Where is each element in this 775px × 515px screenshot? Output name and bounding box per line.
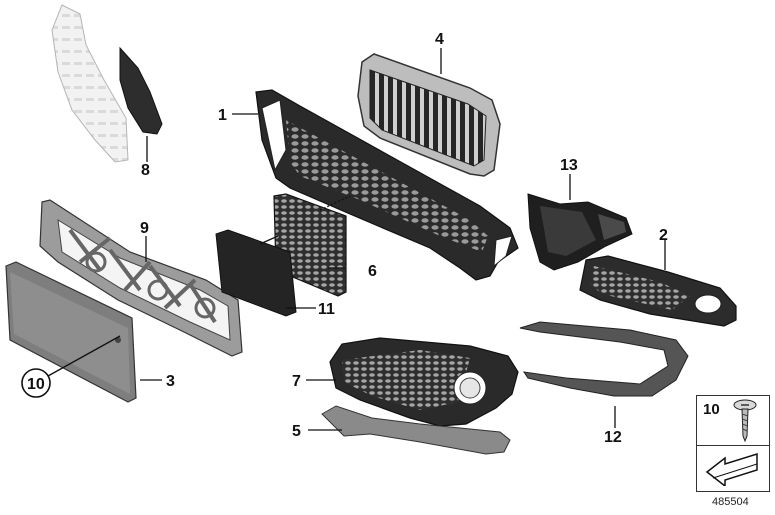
callout-labels: 1 2 3 4 5 6 7 8 9 10 11 12 13 — [21, 31, 668, 446]
part-3-license-plate-base — [5, 261, 137, 403]
callout-12: 12 — [604, 429, 622, 446]
legend-part-number: 10 — [703, 401, 720, 418]
part-2-side-grille — [579, 255, 737, 327]
callout-5: 5 — [292, 423, 301, 440]
callout-10: 10 — [27, 376, 45, 393]
callout-4: 4 — [435, 31, 444, 48]
callout-6: 6 — [368, 263, 377, 280]
part-4-kidney-grille — [357, 53, 501, 177]
part-8-light-frame — [51, 4, 129, 163]
screw-icon — [733, 399, 757, 442]
arrow-icon — [705, 452, 758, 486]
part-12-trim-strip — [519, 321, 689, 397]
part-8-dark-cover — [119, 46, 163, 135]
diagram-id: 485504 — [712, 496, 749, 508]
part-1-center-grille — [255, 89, 519, 281]
legend-box: 10 — [696, 395, 770, 492]
part-7-side-grille — [329, 337, 519, 427]
callout-7: 7 — [292, 373, 301, 390]
callout-2: 2 — [659, 227, 668, 244]
part-5-support-bracket — [321, 405, 511, 455]
callout-3: 3 — [166, 373, 175, 390]
leader-lines — [47, 48, 666, 431]
legend-divider — [697, 445, 769, 446]
callout-1: 1 — [218, 107, 227, 124]
callout-10-circle — [21, 368, 51, 398]
part-11-cover-panel — [215, 229, 297, 317]
callout-8: 8 — [141, 162, 150, 179]
part-13-air-duct — [527, 193, 633, 271]
callout-11: 11 — [318, 301, 335, 318]
part-9-license-bracket — [39, 199, 243, 357]
callout-9: 9 — [140, 220, 149, 237]
callout-13: 13 — [560, 157, 578, 174]
